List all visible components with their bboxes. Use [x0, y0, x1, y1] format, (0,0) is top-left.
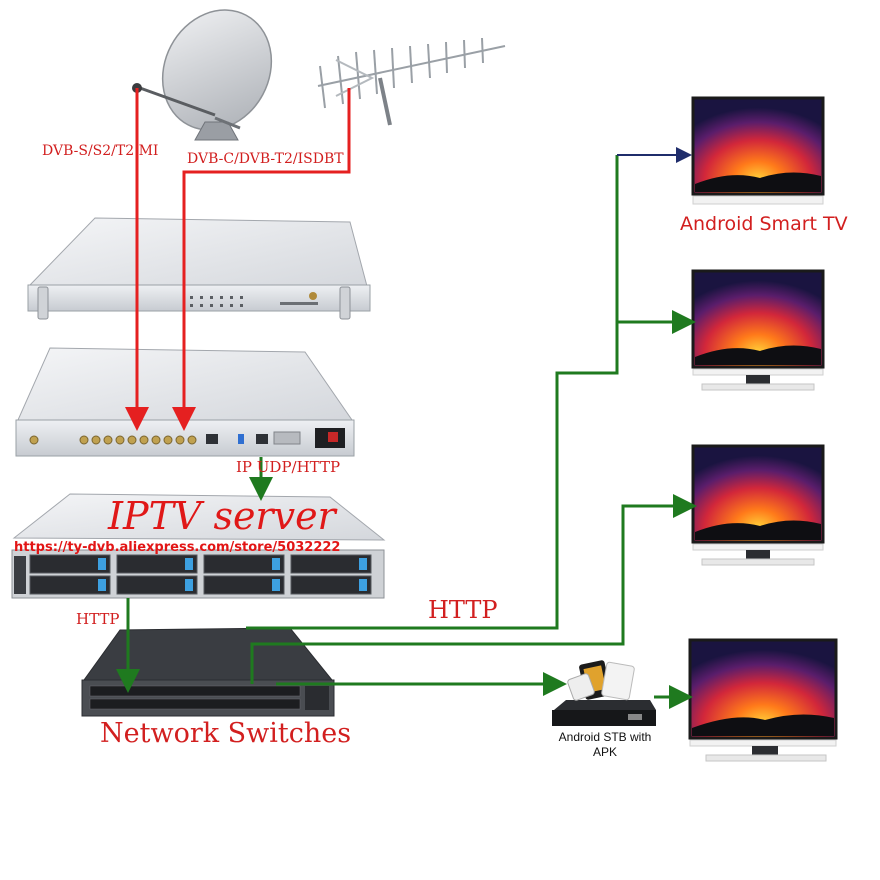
- android-stb-icon: [552, 660, 656, 726]
- satellite-dish-icon: [132, 9, 273, 141]
- tv-screen-3: [691, 444, 825, 566]
- ip-output-label: IP UDP/HTTP: [236, 458, 341, 476]
- switch-to-clients-label: HTTP: [428, 596, 498, 624]
- yagi-antenna-icon: [317, 37, 506, 126]
- network-switch-unit: [81, 627, 335, 717]
- switch-title: Network Switches: [100, 718, 352, 749]
- store-url-watermark: https://ty-dvb.aliexpress.com/store/5032…: [14, 540, 341, 555]
- satellite-input-label: DVB-S/S2/T2 MI: [42, 143, 159, 159]
- tv-screen-2: [691, 269, 825, 391]
- stb-label: Android STB with APK: [558, 730, 652, 759]
- ip-signal-lines: [116, 155, 697, 709]
- rf-signal-lines: [125, 88, 351, 431]
- tv-screen-1: [691, 96, 825, 205]
- rack-receiver-unit: [27, 217, 371, 320]
- server-to-switch-label: HTTP: [76, 610, 120, 628]
- tv-screen-4: [688, 638, 838, 762]
- smart-tv-label: Android Smart TV: [680, 213, 848, 235]
- server-title: IPTV server: [108, 494, 336, 538]
- iptv-server-unit: [11, 493, 386, 599]
- terrestrial-input-label: DVB-C/DVB-T2/ISDBT: [187, 151, 344, 167]
